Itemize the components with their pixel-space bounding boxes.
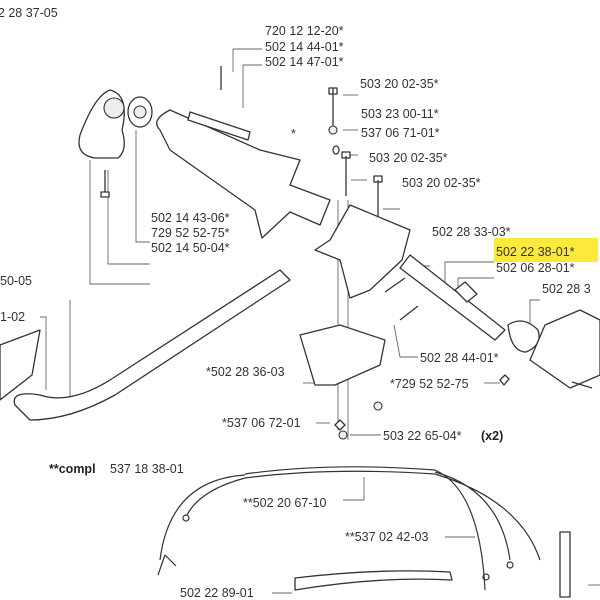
part-label[interactable]: 502 14 44-01*	[265, 40, 344, 54]
part-label[interactable]: *	[291, 127, 296, 141]
part-label[interactable]: 502 14 43-06*	[151, 211, 230, 225]
highlighted-part-label[interactable]: 502 22 38-01*	[496, 245, 575, 259]
compl-prefix: **compl	[49, 462, 96, 476]
part-label[interactable]: *537 06 72-01	[222, 416, 301, 430]
part-label[interactable]: **537 02 42-03	[345, 530, 428, 544]
part-label[interactable]: 503 22 65-04*	[383, 429, 462, 443]
quantity-label: (x2)	[481, 429, 503, 443]
part-label[interactable]: 503 23 00-11*	[361, 107, 439, 121]
part-label[interactable]: 502 14 50-04*	[151, 241, 230, 255]
part-labels: 502 28 37-05 720 12 12-20* 502 14 44-01*…	[0, 6, 591, 600]
part-label[interactable]: 502 28 44-01*	[420, 351, 499, 365]
part-label[interactable]: 502 28 3	[542, 282, 591, 296]
part-label[interactable]: 502 22 89-01	[180, 586, 254, 600]
part-label[interactable]: 503 20 02-35*	[360, 77, 439, 91]
part-label[interactable]: **502 20 67-10	[243, 496, 326, 510]
part-label[interactable]: 1-02	[0, 310, 25, 324]
part-label[interactable]: 537 06 71-01*	[361, 126, 440, 140]
part-label[interactable]: *502 28 36-03	[206, 365, 285, 379]
part-label[interactable]: 503 20 02-35*	[402, 176, 481, 190]
highlight-box	[494, 238, 598, 262]
part-label[interactable]: 502 14 47-01*	[265, 55, 344, 69]
part-label[interactable]: 537 18 38-01	[110, 462, 184, 476]
part-label[interactable]: 503 20 02-35*	[369, 151, 448, 165]
part-label[interactable]: 729 52 52-75*	[151, 226, 230, 240]
part-drawings	[0, 66, 600, 598]
part-label[interactable]: 502 28 37-05	[0, 6, 58, 20]
part-label[interactable]: 50-05	[0, 274, 32, 288]
part-label[interactable]: 502 06 28-01*	[496, 261, 575, 275]
part-label[interactable]: 502 28 33-03*	[432, 225, 511, 239]
part-label[interactable]: *729 52 52-75	[390, 377, 469, 391]
part-label[interactable]: 720 12 12-20*	[265, 24, 344, 38]
